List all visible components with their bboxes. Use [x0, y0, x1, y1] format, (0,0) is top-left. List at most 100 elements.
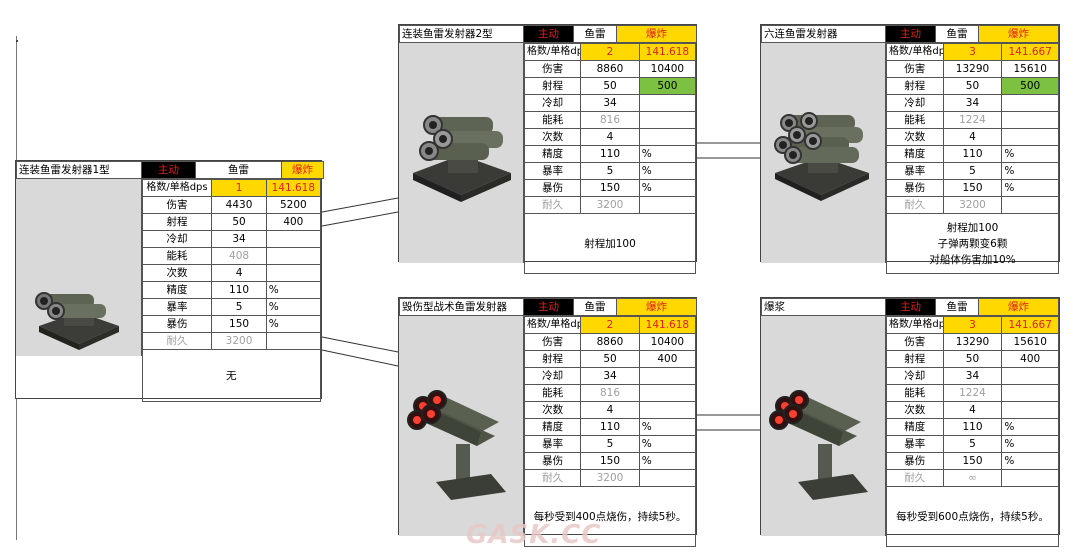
- stat-label: 格数/单格dps: [886, 43, 944, 61]
- stat-value-explosion: [265, 247, 322, 265]
- connector-line: [321, 349, 399, 367]
- stat-value-explosion: 141.618: [638, 316, 697, 334]
- weapon-image: [399, 316, 524, 536]
- weapon-card-six-torpedo-launcher: 六连鱼雷发射器 主动 鱼雷 爆炸: [760, 24, 1060, 274]
- weapon-name: 爆浆: [761, 298, 886, 316]
- stat-value-torpedo: 50: [580, 77, 640, 95]
- stat-value-torpedo: 4: [580, 401, 640, 419]
- stat-value-torpedo: 4: [942, 128, 1003, 146]
- stat-value-torpedo: 3200: [942, 196, 1003, 214]
- stat-label: 冷却: [886, 94, 944, 112]
- weapon-image: [761, 43, 886, 263]
- stat-value-explosion: 141.667: [1001, 316, 1059, 334]
- weapon-image: [761, 316, 886, 536]
- stat-value-torpedo: 5: [942, 162, 1003, 180]
- weapon-image: [399, 43, 524, 263]
- stat-label: 精度: [141, 281, 213, 299]
- stat-row: 耐久∞: [886, 469, 1059, 487]
- stat-value-torpedo: 1224: [942, 384, 1003, 402]
- six-torpedo-launcher-icon: [774, 112, 869, 201]
- stat-label: 精度: [523, 418, 582, 436]
- stat-label: 射程: [886, 350, 944, 368]
- stat-value-explosion: %: [265, 315, 322, 333]
- stat-value-explosion: %: [638, 145, 697, 163]
- upgrade-note: 射程加100: [524, 213, 696, 274]
- stat-label: 暴率: [886, 162, 944, 180]
- stat-value-explosion: %: [265, 298, 322, 316]
- stat-value-explosion: 400: [1001, 350, 1059, 368]
- stat-label: 暴伤: [523, 452, 582, 470]
- stat-value-torpedo: 50: [942, 77, 1003, 95]
- torpedo-header: 鱼雷: [573, 25, 617, 43]
- stat-label: 冷却: [523, 367, 582, 385]
- stat-label: 伤害: [523, 333, 582, 351]
- stat-label: 耐久: [523, 469, 582, 487]
- weapon-card-baojiang: 爆浆 主动 鱼雷 爆炸 格数/单格dps3141.667伤害1329015610…: [760, 297, 1060, 547]
- stat-value-explosion: [638, 384, 697, 402]
- stat-label: 格数/单格dps: [886, 316, 944, 334]
- weapon-name: 毁伤型战术鱼雷发射器: [399, 298, 524, 316]
- stat-value-torpedo: 34: [942, 367, 1003, 385]
- explosion-header: 爆炸: [616, 298, 697, 316]
- stat-label: 射程: [523, 350, 582, 368]
- stat-label: 伤害: [886, 60, 944, 78]
- stat-row: 格数/单格dps2141.618: [523, 316, 697, 334]
- stat-value-torpedo: 34: [942, 94, 1003, 112]
- stat-value-torpedo: 13290: [942, 60, 1003, 78]
- stat-label: 次数: [523, 401, 582, 419]
- twin-torpedo-launcher-mk2-icon: [413, 115, 511, 202]
- stat-value-torpedo: 150: [580, 452, 640, 470]
- stat-label: 能耗: [886, 111, 944, 129]
- stat-label: 冷却: [886, 367, 944, 385]
- stat-value-explosion: [1001, 469, 1059, 487]
- stat-value-explosion: 10400: [638, 60, 697, 78]
- torpedo-header: 鱼雷: [195, 161, 282, 179]
- stat-value-torpedo: 2: [580, 43, 640, 61]
- stat-value-torpedo: 150: [942, 452, 1003, 470]
- stat-value-torpedo: 5: [580, 162, 640, 180]
- stat-value-explosion: %: [638, 452, 697, 470]
- tactical-torpedo-launcher-icon: [407, 390, 506, 500]
- weapon-name: 连装鱼雷发射器1型: [16, 161, 142, 179]
- stat-row: 格数/单格dps2141.618: [523, 43, 697, 61]
- stat-value-torpedo: 50: [211, 213, 267, 231]
- stats-rows: 格数/单格dps3141.667伤害1329015610射程50400冷却34能…: [886, 316, 1059, 547]
- stat-value-explosion: [1001, 196, 1059, 214]
- stat-value-torpedo: 150: [211, 315, 267, 333]
- stat-label: 次数: [886, 401, 944, 419]
- stat-label: 冷却: [141, 230, 213, 248]
- weapon-name: 六连鱼雷发射器: [761, 25, 886, 43]
- torpedo-header: 鱼雷: [935, 298, 979, 316]
- stat-value-explosion: 400: [638, 350, 697, 368]
- upgrade-note: 每秒受到400点烧伤，持续5秒。: [524, 486, 696, 547]
- connector-line: [321, 336, 399, 353]
- explosion-header: 爆炸: [978, 298, 1059, 316]
- stats-rows: 格数/单格dps3141.667伤害1329015610射程50500冷却34能…: [886, 43, 1059, 274]
- stat-label: 暴率: [886, 435, 944, 453]
- stat-value-torpedo: 5: [211, 298, 267, 316]
- stat-value-torpedo: 1224: [942, 111, 1003, 129]
- active-label: 主动: [885, 25, 936, 43]
- stat-value-torpedo: 3200: [580, 196, 640, 214]
